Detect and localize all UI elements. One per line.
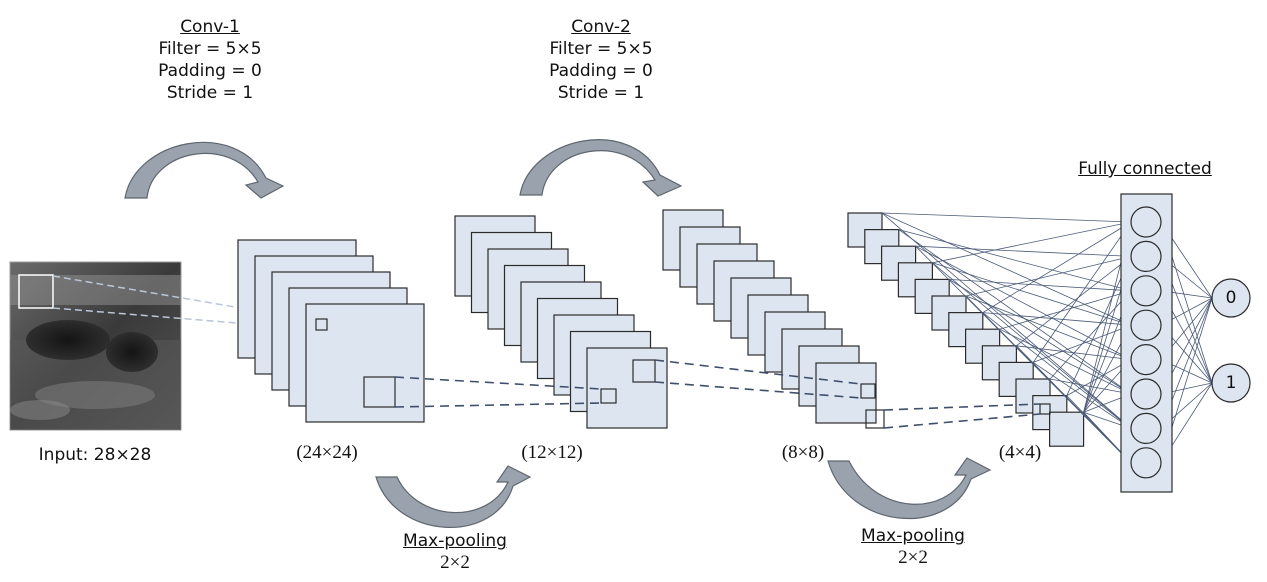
pool1-kernel-box <box>632 359 656 383</box>
fc-connection-line <box>1016 256 1132 347</box>
stage-connectors <box>394 359 1041 429</box>
map-label-24: (24×24) <box>296 442 358 463</box>
conv2-map <box>815 362 877 424</box>
fc-connection-line <box>982 312 1132 429</box>
fc-neuron <box>1130 378 1162 410</box>
fc-connection-line <box>881 212 1132 326</box>
fc-neuron <box>1130 344 1162 376</box>
fc-title: Fully connected <box>1078 159 1212 179</box>
conv1-padding: Padding = 0 <box>158 61 262 81</box>
fc-connection-line <box>1049 378 1132 395</box>
conv1-pool-box <box>363 376 396 408</box>
output-label-0: 0 <box>1225 288 1237 308</box>
fc-neuron <box>1130 309 1162 341</box>
conv1-map <box>305 303 425 423</box>
pool1-map <box>586 347 668 429</box>
fc-connection-line <box>898 229 1132 395</box>
pool1-unit-box <box>600 388 617 404</box>
map-label-4: (4×4) <box>998 442 1042 463</box>
input-label: Input: 28×28 <box>38 445 152 465</box>
fc-connection-line <box>949 279 1132 292</box>
fc-connection-line <box>915 245 1132 360</box>
map-label-8: (8×8) <box>781 442 825 463</box>
conv2-padding: Padding = 0 <box>549 61 653 81</box>
fc-connection-line <box>1032 221 1132 363</box>
fc-connection-line <box>999 290 1132 330</box>
fc-connection-line <box>898 229 1132 292</box>
fc-connection-line <box>932 262 1132 326</box>
fc-neuron <box>1130 412 1162 444</box>
output-node-1 <box>1211 363 1251 403</box>
fc-connection-line <box>932 221 1132 264</box>
input-ultrasound-image <box>9 261 182 431</box>
pool2-map <box>1048 411 1085 447</box>
fc-neurons <box>1130 206 1162 479</box>
conv2-arrow <box>519 139 683 197</box>
fc-connection-line <box>965 295 1132 360</box>
conv1-kernel-box <box>315 318 328 331</box>
fc-neuron <box>1130 240 1162 272</box>
conv1-title: Conv-1 <box>180 17 240 37</box>
output-node-0 <box>1211 278 1251 318</box>
conv2-unit-box <box>860 383 876 399</box>
output-nodes <box>1211 278 1251 403</box>
pool1-title: Max-pooling <box>403 531 507 551</box>
conv1-filter: Filter = 5×5 <box>158 39 262 59</box>
fc-neuron <box>1130 206 1162 238</box>
conv2-feature-maps <box>662 209 877 424</box>
conv1-arrow <box>124 141 285 199</box>
conv2-filter: Filter = 5×5 <box>549 39 653 59</box>
pool1-size: 2×2 <box>440 552 470 573</box>
fc-connection-line <box>965 256 1132 297</box>
conv1-feature-maps <box>237 239 425 423</box>
pool2-text-block: Max-pooling 2×2 <box>843 525 983 569</box>
map-label-12: (12×12) <box>521 442 583 463</box>
conv2-stride: Stride = 1 <box>557 83 645 103</box>
output-label-1: 1 <box>1225 373 1237 393</box>
fc-connection-line <box>915 245 1132 257</box>
conv2-pool-box <box>865 409 885 429</box>
pool1-text-block: Max-pooling 2×2 <box>385 530 525 574</box>
conv1-text-block: Conv-1 Filter = 5×5 Padding = 0 Stride =… <box>140 16 280 104</box>
curved-arrows <box>124 139 992 528</box>
pool1-arrow <box>375 465 532 528</box>
receptive-field-box <box>18 274 54 309</box>
fc-connection-line <box>1066 359 1132 396</box>
fc-neuron <box>1130 275 1162 307</box>
conv2-text-block: Conv-2 Filter = 5×5 Padding = 0 Stride =… <box>531 16 671 104</box>
fc-connection-line <box>999 328 1132 395</box>
pool2-size: 2×2 <box>898 547 928 568</box>
fc-connection-line <box>881 212 1132 223</box>
pool2-unit-box <box>1039 403 1051 415</box>
fc-connection-line <box>932 262 1132 429</box>
conv2-title: Conv-2 <box>571 17 631 37</box>
conv1-stride: Stride = 1 <box>166 83 254 103</box>
fully-connected-lines <box>881 212 1213 464</box>
pool2-arrow <box>827 457 992 520</box>
fc-connection-line <box>948 279 1132 395</box>
pool1-feature-maps <box>454 215 668 429</box>
fc-neuron <box>1130 447 1162 479</box>
fc-connection-line <box>1066 256 1132 396</box>
pool2-feature-maps <box>847 212 1085 447</box>
fc-connection-line <box>982 221 1132 313</box>
fc-connection-line <box>982 312 1132 326</box>
fc-connection-line <box>1032 362 1132 429</box>
pool2-title: Max-pooling <box>861 526 965 546</box>
fc-connection-line <box>1049 290 1132 380</box>
